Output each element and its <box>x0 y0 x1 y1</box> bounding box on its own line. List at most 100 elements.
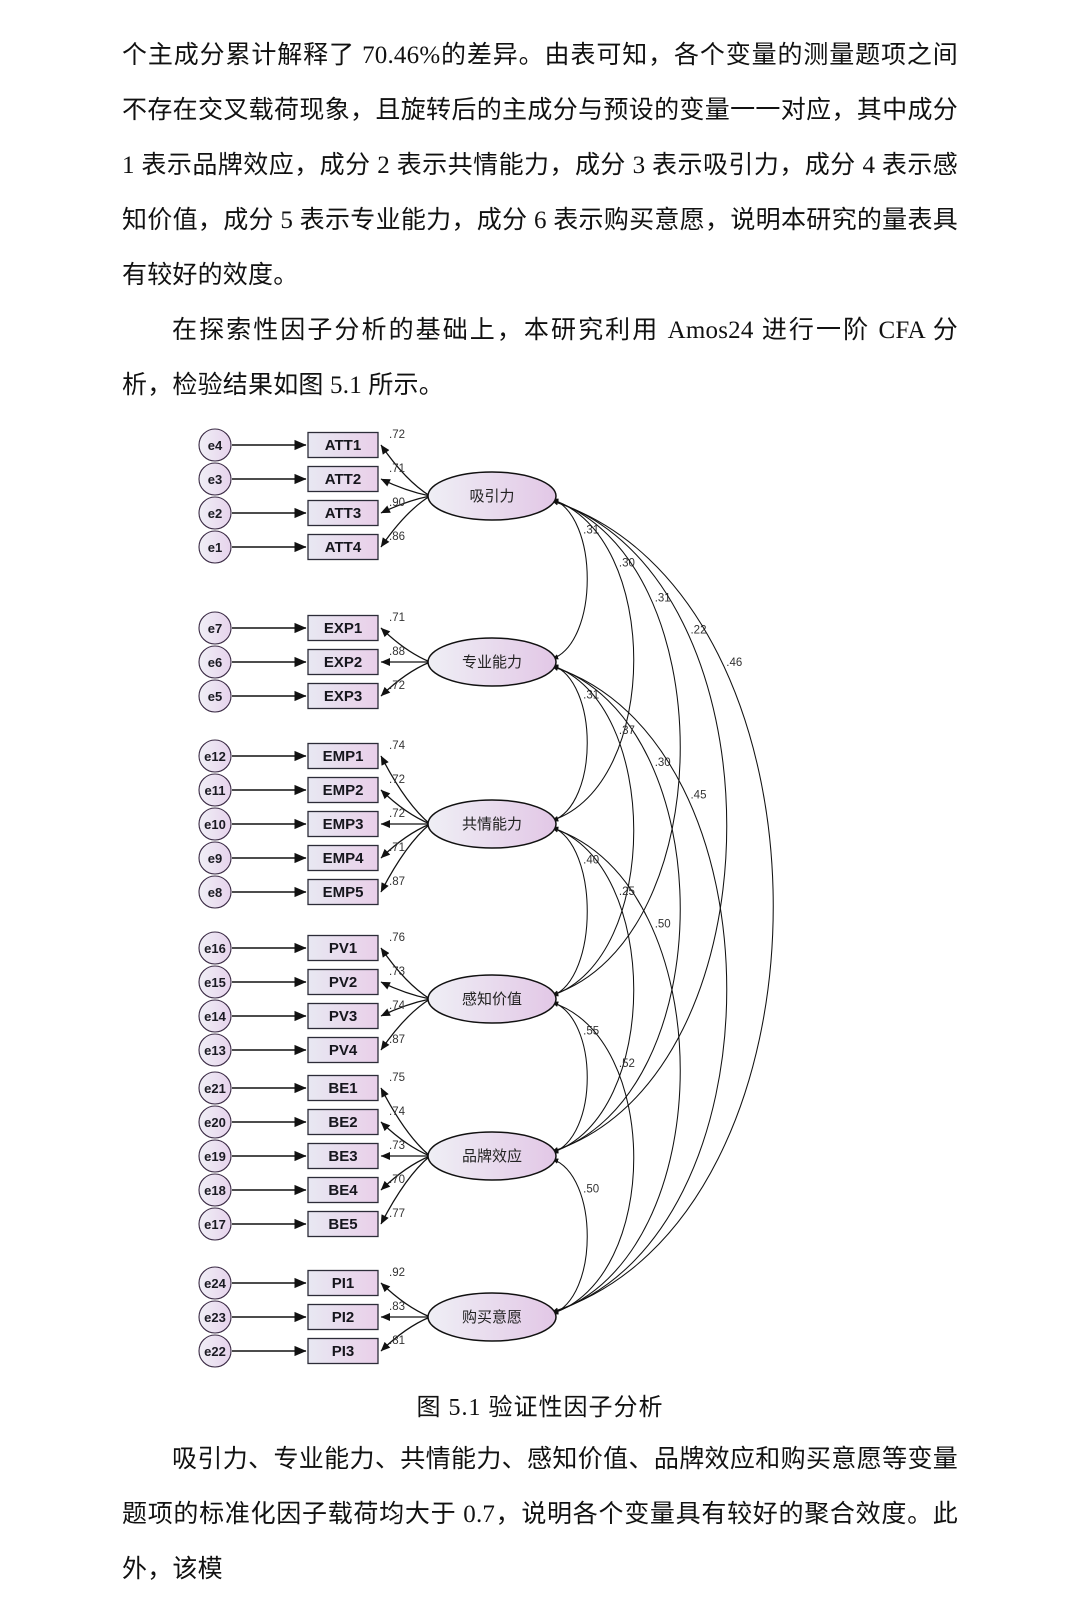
indicator-box-EMP2 <box>307 776 379 804</box>
loading-value-BE2: .74 <box>389 1106 406 1118</box>
error-circle-e13 <box>198 1033 232 1067</box>
covariance-value-PV-PI: .52 <box>619 1058 635 1070</box>
error-label: e21 <box>204 1081 226 1096</box>
indicator-label: ATT4 <box>325 539 362 556</box>
loading-path-PV1 <box>380 947 431 1000</box>
covariance-value-EMP-PV: .40 <box>583 854 599 866</box>
loading-value-EXP2: .88 <box>389 646 405 658</box>
error-label: e1 <box>208 540 222 555</box>
loading-value-EXP1: .71 <box>389 612 405 624</box>
indicator-label: BE4 <box>328 1182 358 1199</box>
indicator-box-ATT2 <box>307 465 379 493</box>
loading-path-PV2 <box>380 981 431 1000</box>
covariance-path-ATT-EMP <box>551 498 635 822</box>
indicator-label: EXP1 <box>324 620 362 637</box>
loading-value-PI3: .81 <box>389 1335 405 1347</box>
indicator-box-BE4 <box>307 1176 379 1204</box>
covariance-path-EMP-BE <box>551 826 635 1154</box>
indicator-box-PI1 <box>307 1269 379 1297</box>
loading-value-ATT4: .86 <box>389 531 405 543</box>
loading-path-EMP4 <box>380 823 431 859</box>
factor-ellipse-ATT <box>427 471 557 521</box>
loading-value-EXP3: .72 <box>389 680 405 692</box>
error-circle-e20 <box>198 1105 232 1139</box>
error-label: e4 <box>208 438 223 453</box>
covariance-value-ATT-EMP: .30 <box>619 557 635 569</box>
loading-path-BE4 <box>380 1155 431 1191</box>
indicator-label: EMP3 <box>323 816 364 833</box>
indicator-box-BE5 <box>307 1210 379 1238</box>
error-circle-e17 <box>198 1207 232 1241</box>
indicator-label: EXP3 <box>324 688 362 705</box>
factor-ellipse-EMP <box>427 799 557 849</box>
loading-path-ATT4 <box>380 495 431 548</box>
error-circle-e12 <box>198 739 232 773</box>
loading-value-EMP5: .87 <box>389 876 405 888</box>
indicator-label: PV3 <box>329 1008 357 1025</box>
indicator-label: EMP5 <box>323 884 364 901</box>
indicator-label: ATT2 <box>325 471 361 488</box>
factor-ellipse-PV <box>427 974 557 1024</box>
error-label: e16 <box>204 941 226 956</box>
error-label: e7 <box>208 621 222 636</box>
covariance-value-PV-BE: .55 <box>583 1026 599 1038</box>
loading-value-BE4: .70 <box>389 1174 405 1186</box>
error-label: e6 <box>208 655 222 670</box>
indicator-box-ATT1 <box>307 431 379 459</box>
error-circle-e22 <box>198 1334 232 1368</box>
error-label: e2 <box>208 506 222 521</box>
error-circle-e18 <box>198 1173 232 1207</box>
error-label: e8 <box>208 885 222 900</box>
indicator-box-EXP2 <box>307 648 379 676</box>
covariance-path-EMP-PI <box>551 827 681 1314</box>
paragraph-3: 吸引力、专业能力、共情能力、感知价值、品牌效应和购买意愿等变量题项的标准化因子载… <box>122 1446 958 1583</box>
covariance-path-ATT-PI <box>551 500 774 1313</box>
error-circle-e8 <box>198 875 232 909</box>
indicator-box-BE3 <box>307 1142 379 1170</box>
covariance-path-ATT-EXP <box>551 498 588 660</box>
loading-value-PI2: .83 <box>389 1301 405 1313</box>
paragraph-2: 在探索性因子分析的基础上，本研究利用 Amos24 进行一阶 CFA 分析，检验… <box>122 317 958 399</box>
loading-path-EMP5 <box>380 823 431 893</box>
indicator-label: BE1 <box>328 1080 357 1097</box>
indicator-label: PI1 <box>332 1275 355 1292</box>
loading-path-PI1 <box>380 1282 431 1318</box>
loading-value-ATT3: .90 <box>389 497 405 509</box>
indicator-label: BE2 <box>328 1114 357 1131</box>
loading-value-EMP1: .74 <box>389 740 406 752</box>
error-circle-e21 <box>198 1071 232 1105</box>
indicator-box-ATT3 <box>307 499 379 527</box>
error-circle-e19 <box>198 1139 232 1173</box>
error-label: e10 <box>204 817 226 832</box>
error-label: e19 <box>204 1149 226 1164</box>
error-label: e3 <box>208 472 222 487</box>
factor-label-EMP: 共情能力 <box>462 816 522 833</box>
covariance-path-EXP-PI <box>551 665 728 1314</box>
indicator-box-EMP1 <box>307 742 379 770</box>
error-circle-e14 <box>198 999 232 1033</box>
covariance-path-ATT-PV <box>551 499 681 996</box>
error-circle-e6 <box>198 645 232 679</box>
error-label: e5 <box>208 689 222 704</box>
covariance-path-EXP-PV <box>551 664 635 997</box>
error-circle-e10 <box>198 807 232 841</box>
figure-caption: 图 5.1 验证性因子分析 <box>416 1395 664 1421</box>
covariance-value-ATT-PV: .31 <box>655 593 671 605</box>
error-circle-e15 <box>198 965 232 999</box>
covariance-value-ATT-BE: .22 <box>690 624 706 636</box>
indicator-box-PV2 <box>307 968 379 996</box>
error-label: e17 <box>204 1217 226 1232</box>
indicator-box-ATT4 <box>307 533 379 561</box>
covariance-path-BE-PI <box>551 1158 588 1315</box>
indicator-label: ATT1 <box>325 437 361 454</box>
covariance-path-PV-PI <box>551 1001 635 1315</box>
error-circle-e5 <box>198 679 232 713</box>
covariance-value-EXP-PV: .37 <box>619 725 635 737</box>
indicator-label: PV4 <box>329 1042 358 1059</box>
covariance-value-EMP-PI: .50 <box>655 919 671 931</box>
figure-cfa-diagram: .31.30.31.22.46.31.37.30.45.40.25.50.55.… <box>122 423 958 1383</box>
covariance-layer: .31.30.31.22.46.31.37.30.45.40.25.50.55.… <box>551 498 774 1315</box>
error-circle-e9 <box>198 841 232 875</box>
error-circle-e24 <box>198 1266 232 1300</box>
indicator-box-PV1 <box>307 934 379 962</box>
